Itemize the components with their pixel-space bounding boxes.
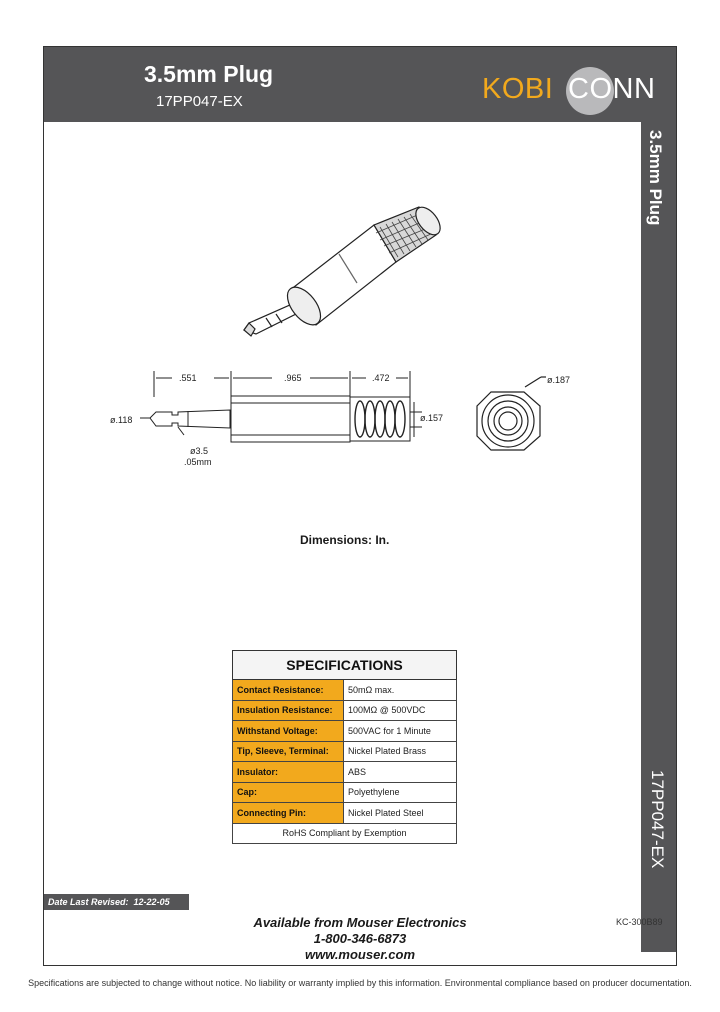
kc-code: KC-300B89 (616, 917, 663, 927)
logo-text-right: CONN (568, 73, 656, 105)
spec-value: Nickel Plated Brass (343, 740, 457, 762)
dim-label-end-diameter: ø.187 (547, 375, 570, 385)
table-row: Cap: Polyethylene (232, 781, 457, 803)
table-footer-row: RoHS Compliant by Exemption (232, 822, 457, 844)
plug-end-view-drawing (476, 376, 546, 451)
spec-label: Connecting Pin: (232, 802, 344, 824)
kobiconn-logo: KOBI CONN (482, 67, 662, 117)
spec-label: Contact Resistance: (232, 679, 344, 701)
side-bar: 3.5mm Plug 17PP047-EX (641, 122, 676, 952)
disclaimer: Specifications are subjected to change w… (28, 978, 692, 988)
dim-label-tip-diameter: ø.118 (110, 415, 132, 425)
spec-value: ABS (343, 761, 457, 783)
specifications-table: SPECIFICATIONS Contact Resistance: 50mΩ … (232, 650, 457, 844)
table-row: Insulation Resistance: 100MΩ @ 500VDC (232, 699, 457, 721)
dim-label-b: .965 (284, 373, 302, 383)
spec-value: 100MΩ @ 500VDC (343, 699, 457, 721)
table-row: Connecting Pin: Nickel Plated Steel (232, 802, 457, 824)
spec-value: Nickel Plated Steel (343, 802, 457, 824)
table-row: Tip, Sleeve, Terminal: Nickel Plated Bra… (232, 740, 457, 762)
side-part-number: 17PP047-EX (648, 770, 667, 869)
dimensions-note: Dimensions: In. (300, 533, 390, 547)
availability-block: Available from Mouser Electronics 1-800-… (44, 915, 676, 963)
spec-label: Insulation Resistance: (232, 699, 344, 721)
rohs-note: RoHS Compliant by Exemption (232, 822, 457, 844)
revised-date: 12-22-05 (133, 897, 170, 907)
table-row: Withstand Voltage: 500VAC for 1 Minute (232, 720, 457, 742)
plug-side-view-drawing (140, 371, 422, 443)
datasheet-page: 3.5mm Plug 17PP047-EX KOBI CONN 3.5mm Pl… (43, 46, 677, 966)
logo-text-left: KOBI (482, 73, 554, 105)
availability-text: Available from Mouser Electronics (253, 915, 467, 930)
specifications-title: SPECIFICATIONS (232, 650, 457, 680)
spec-value: 500VAC for 1 Minute (343, 720, 457, 742)
dim-label-a: .551 (179, 373, 197, 383)
side-title: 3.5mm Plug (646, 130, 665, 226)
spec-value: 50mΩ max. (343, 679, 457, 701)
header-bar: 3.5mm Plug 17PP047-EX KOBI CONN (44, 47, 676, 122)
plug-isometric-drawing (243, 206, 441, 337)
spec-value: Polyethylene (343, 781, 457, 803)
spec-label: Tip, Sleeve, Terminal: (232, 740, 344, 762)
dim-label-plug-tolerance: .05mm (184, 457, 212, 467)
dim-label-cable-diameter: ø.157 (420, 413, 443, 423)
table-row: Contact Resistance: 50mΩ max. (232, 679, 457, 701)
phone-number: 1-800-346-6873 (313, 931, 407, 946)
spec-label: Cap: (232, 781, 344, 803)
revised-label: Date Last Revised: (48, 897, 129, 907)
date-revised-bar: Date Last Revised: 12-22-05 (44, 894, 189, 910)
dim-label-plug-diameter: ø3.5 (190, 446, 208, 456)
part-number: 17PP047-EX (156, 93, 243, 110)
table-row: Insulator: ABS (232, 761, 457, 783)
page-title: 3.5mm Plug (144, 61, 274, 87)
spec-label: Insulator: (232, 761, 344, 783)
technical-drawings: .551 .965 .472 ø.118 ø.157 ø.187 ø3.5 .0… (110, 206, 570, 467)
logo-circle (566, 67, 614, 115)
website-link[interactable]: www.mouser.com (304, 947, 416, 962)
dim-label-c: .472 (372, 373, 390, 383)
spec-label: Withstand Voltage: (232, 720, 344, 742)
